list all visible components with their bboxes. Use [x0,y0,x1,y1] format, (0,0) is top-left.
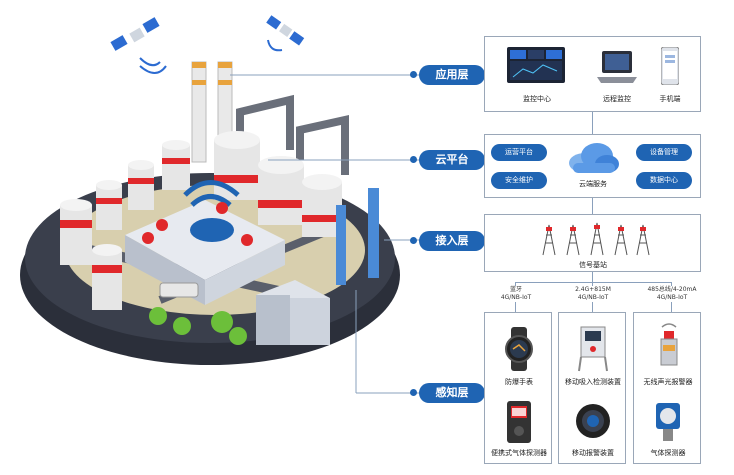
branch-horizontal [515,282,671,283]
protocol-label-bluetooth: 蓝牙 4G/NB-IoT [490,286,542,302]
wireless-alarm-icon [660,323,678,366]
device-label-gas-detector: 气体探测器 [650,449,686,457]
satellite-icon-left [110,17,167,74]
link-app-cloud [592,112,593,134]
cloud-item-security-maintenance: 安全维护 [491,172,547,189]
device-label-remote-monitor: 远程监控 [603,95,631,103]
layer-label-cloud: 云平台 [419,150,485,170]
device-label-portable-detector: 便携式气体探测器 [491,449,547,457]
signal-tower-icons [542,222,650,256]
perception-column-3: 无线声光报警器 气体探测器 [633,312,701,464]
watch-icon [505,327,533,371]
trees [149,307,247,345]
cloud-panel: 运营平台 安全维护 云端服务 设备管理 数据中心 [484,134,701,198]
perception-column-2: 移动吸入检测装置 移动报警装置 [558,312,626,464]
truck [159,282,199,298]
perception-column-1: 防爆手表 便携式气体探测器 [484,312,552,464]
storage-tanks-right [214,131,342,237]
device-label-monitor-center: 监控中心 [523,95,551,103]
storage-tanks-left [60,140,190,310]
cloud-item-operation-platform: 运营平台 [491,144,547,161]
layer-label-application: 应用层 [419,65,485,85]
mobile-suction-detector-icon [578,326,608,372]
device-label-suction-detector: 移动吸入检测装置 [565,378,621,386]
link-cloud-access [592,198,593,214]
device-label-mobile-alarm: 移动报警装置 [572,449,614,457]
cloud-icon [569,143,619,173]
layer-label-perception: 感知层 [419,383,485,403]
cloud-item-device-management: 设备管理 [636,144,692,161]
connector-dot-access [410,237,417,244]
phone-icon [661,47,679,85]
portable-detector-icon [507,401,531,443]
cloud-item-data-center: 数据中心 [636,172,692,189]
cloud-service-label: 云端服务 [579,180,607,188]
protocol-label-24g: 2.4G+815M 4G/NB-IoT [562,286,624,302]
device-label-wireless-alarm: 无线声光报警器 [643,378,693,386]
connector-dot-cloud [410,156,417,163]
device-label-watch: 防爆手表 [505,378,533,386]
blue-stacks [336,188,379,285]
satellite-icon-right [266,15,305,52]
monitor-wall-icon [507,47,565,83]
link-access-perception [592,272,593,282]
application-panel: 监控中心 远程监控 手机端 [484,36,701,112]
signal-station-label: 信号基站 [579,261,607,269]
laptop-icon [597,51,637,83]
layer-label-access: 接入层 [419,231,485,251]
protocol-label-485: 485总线/4-20mA 4G/NB-IoT [638,286,706,302]
gas-detector-icon [656,403,680,441]
office-block [256,280,330,345]
device-label-mobile: 手机端 [659,95,681,103]
access-panel: 信号基站 [484,214,701,272]
connector-dot-application [410,71,417,78]
mobile-alarm-icon [576,404,610,438]
connector-dot-perception [410,389,417,396]
plant-illustration [20,15,420,394]
